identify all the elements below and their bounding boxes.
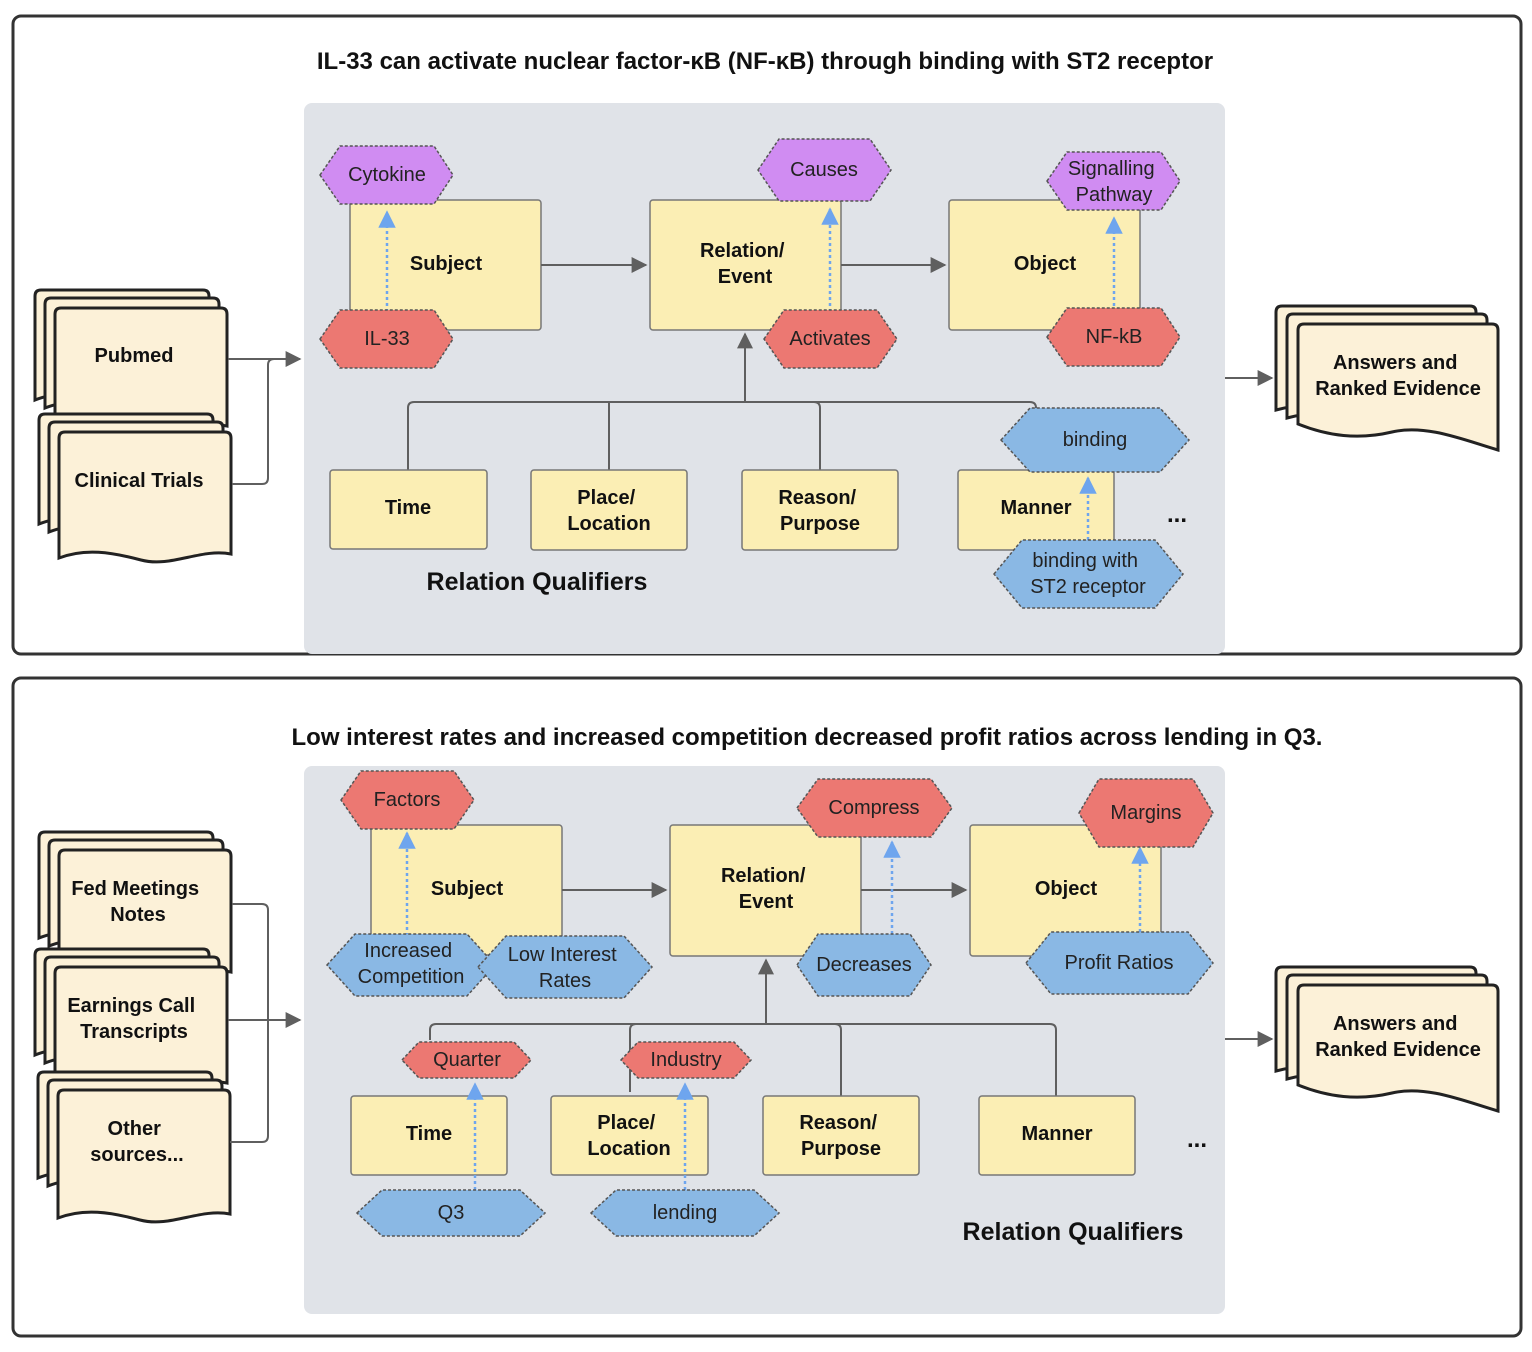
svg-text:Profit Ratios: Profit Ratios	[1065, 952, 1174, 974]
svg-text:Signalling Pathway: Signalling Pathway	[1068, 158, 1160, 206]
relation-label: Relation/ Event	[721, 865, 811, 913]
svg-text:Reason/ Purpose: Reason/ Purpose	[778, 487, 861, 535]
qualifier-bus	[407, 401, 1037, 470]
svg-text:binding: binding	[1063, 429, 1128, 451]
svg-text:Earnings Call Transcri: Earnings Call Transcripts	[67, 995, 200, 1043]
qualifier-reason[interactable]	[762, 1095, 920, 1176]
hex-cytokine[interactable]: Cytokine	[319, 145, 454, 205]
source-label-pubmed: Pubmed	[95, 345, 174, 367]
hex-decreases[interactable]: Decreases	[796, 933, 932, 997]
panel-2-title: Low interest rates and increased competi…	[292, 724, 1323, 751]
svg-text:Decreases: Decreases	[816, 954, 912, 976]
qualifier-manner[interactable]	[978, 1095, 1136, 1176]
source-connector-1	[232, 358, 275, 485]
qualifier-place[interactable]	[550, 1095, 709, 1176]
doc-stack-earnings-call[interactable]: Earnings Call Transcripts	[33, 947, 229, 1093]
svg-text:binding with ST2 recep: binding with ST2 receptor	[1030, 550, 1146, 598]
relation-qualifiers-label: Relation Qualifiers	[427, 568, 648, 596]
object-label: Object	[1035, 878, 1098, 900]
svg-text:Answers and Ranked Evi: Answers and Ranked Evidence	[1315, 352, 1481, 400]
svg-text:Cytokine: Cytokine	[348, 164, 426, 186]
qualifier-reason[interactable]	[741, 469, 899, 551]
object-box[interactable]	[948, 199, 1141, 331]
panel-2: Low interest rates and increased competi…	[11, 676, 1523, 1338]
svg-text:Manner: Manner	[1000, 497, 1071, 519]
svg-text:Manner: Manner	[1021, 1123, 1092, 1145]
svg-text:Margins: Margins	[1110, 802, 1181, 824]
panel-1-title: IL-33 can activate nuclear factor-κB (NF…	[317, 48, 1213, 75]
hex-increased-competition[interactable]: Increased Competition	[325, 933, 497, 997]
doc-stack-clinical-trials[interactable]: Clinical Trials	[37, 412, 233, 564]
svg-text:Time: Time	[385, 497, 431, 519]
qualifier-ellipsis: ...	[1167, 501, 1187, 528]
svg-text:Q3: Q3	[438, 1202, 465, 1224]
svg-text:Industry: Industry	[650, 1049, 721, 1071]
svg-text:lending: lending	[653, 1202, 718, 1224]
doc-stack-answers-1[interactable]: Answers and Ranked Evidence	[1274, 304, 1500, 453]
svg-text:Time: Time	[406, 1123, 452, 1145]
qualifier-ellipsis: ...	[1187, 1126, 1207, 1153]
source-connector-2	[230, 903, 269, 1143]
hex-low-interest-rates[interactable]: Low Interest Rates	[476, 935, 654, 999]
svg-text:Increased Competition: Increased Competition	[358, 940, 465, 988]
hex-nfkb[interactable]: NF-kB	[1046, 307, 1181, 367]
svg-text:Reason/ Purpose: Reason/ Purpose	[799, 1112, 882, 1160]
svg-text:Activates: Activates	[789, 328, 870, 350]
hex-lending[interactable]: lending	[589, 1189, 781, 1237]
svg-text:Other sources...: Other sources...	[90, 1118, 183, 1166]
relation-label: Relation/ Event	[700, 240, 790, 288]
hex-compress[interactable]: Compress	[796, 778, 953, 838]
doc-stack-other-sources[interactable]: Other sources...	[36, 1070, 232, 1224]
subject-label: Subject	[410, 253, 483, 275]
qualifier-place[interactable]	[530, 469, 688, 551]
hex-margins[interactable]: Margins	[1078, 778, 1214, 848]
hex-quarter[interactable]: Quarter	[400, 1041, 533, 1079]
svg-text:Low Interest Rates: Low Interest Rates	[508, 944, 623, 992]
hex-q3[interactable]: Q3	[355, 1189, 547, 1237]
source-label-clinical-trials: Clinical Trials	[75, 470, 204, 492]
relation-qualifiers-label: Relation Qualifiers	[963, 1218, 1184, 1246]
doc-stack-fed-meetings[interactable]: Fed Meetings Notes	[37, 830, 233, 982]
svg-text:Answers and Ranked Evi: Answers and Ranked Evidence	[1315, 1013, 1481, 1061]
svg-text:Quarter: Quarter	[433, 1049, 501, 1071]
qualifier-time[interactable]	[350, 1095, 508, 1176]
qualifier-time[interactable]	[329, 469, 488, 550]
hex-binding[interactable]: binding	[999, 407, 1191, 473]
hex-il33[interactable]: IL-33	[319, 309, 454, 369]
doc-stack-pubmed[interactable]: Pubmed	[33, 288, 229, 436]
doc-stack-answers-2[interactable]: Answers and Ranked Evidence	[1274, 965, 1500, 1114]
panel-1: IL-33 can activate nuclear factor-κB (NF…	[11, 14, 1523, 656]
svg-text:Factors: Factors	[374, 789, 441, 811]
svg-text:Fed Meetings Notes: Fed Meetings Notes	[71, 878, 204, 926]
hex-factors[interactable]: Factors	[340, 770, 475, 830]
svg-text:Place/ Location: Place/ Location	[587, 1112, 670, 1160]
svg-text:Compress: Compress	[828, 797, 919, 819]
svg-text:Place/ Location: Place/ Location	[567, 487, 650, 535]
svg-text:Causes: Causes	[790, 159, 858, 181]
svg-text:IL-33: IL-33	[364, 328, 410, 350]
hex-causes[interactable]: Causes	[757, 138, 892, 202]
hex-industry[interactable]: Industry	[619, 1041, 753, 1079]
hex-activates[interactable]: Activates	[763, 309, 898, 369]
hex-signalling-pathway[interactable]: Signalling Pathway	[1046, 151, 1181, 211]
subject-label: Subject	[431, 878, 504, 900]
hex-binding-with-st2[interactable]: binding with ST2 receptor	[993, 539, 1184, 609]
svg-text:NF-kB: NF-kB	[1086, 326, 1143, 348]
object-label: Object	[1014, 253, 1077, 275]
qualifier-bus	[429, 1023, 1057, 1096]
hex-profit-ratios[interactable]: Profit Ratios	[1025, 931, 1214, 995]
